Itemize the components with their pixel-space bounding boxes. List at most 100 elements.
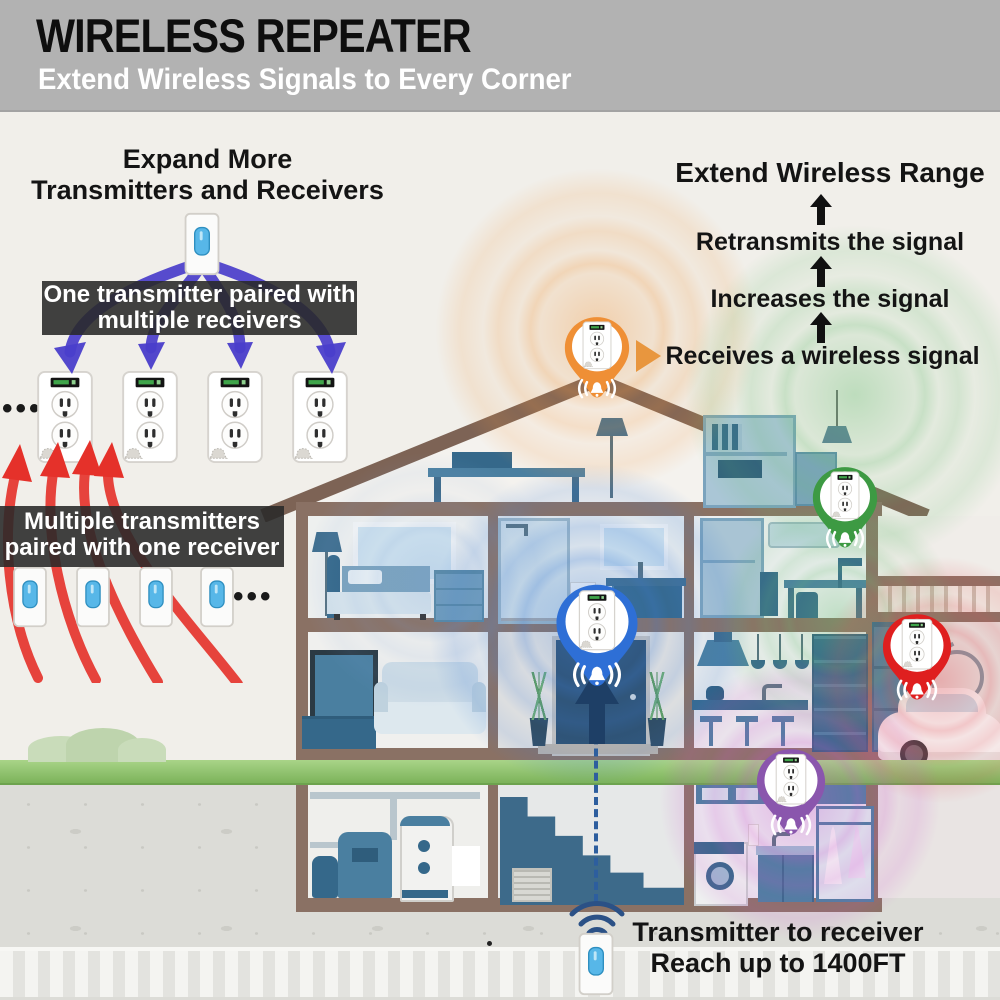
sofa-arm <box>472 682 486 712</box>
attic-table-leg <box>434 477 441 502</box>
boiler <box>338 832 392 898</box>
sofa-seat <box>374 702 486 734</box>
shower-stall <box>498 518 570 624</box>
pendant-lamp-cord <box>836 390 838 426</box>
desk-leg <box>788 588 794 618</box>
repeater-pin-basement <box>752 747 830 853</box>
range-hood <box>697 640 749 666</box>
attic-floor-lamp-shade <box>596 418 628 436</box>
desk <box>784 580 866 588</box>
bar-stool-leg <box>709 722 713 746</box>
repeater-pin-upper-right <box>808 465 882 565</box>
plant-leaves <box>648 672 666 720</box>
partition <box>488 516 498 618</box>
attic-books <box>712 424 742 450</box>
boiler-panel <box>352 848 378 862</box>
pair-banner-line1: One transmitter paired with <box>43 281 356 308</box>
more-receivers-ellipsis: ••• <box>2 392 43 425</box>
multi-banner-line2: paired with one receiver <box>4 534 280 561</box>
water-heater <box>400 816 454 902</box>
pipes-vertical <box>390 792 397 840</box>
transmitter-remote <box>12 566 48 628</box>
bar-stool-leg <box>745 722 749 746</box>
footer-transmitter-remote <box>574 932 618 996</box>
washer-panel <box>694 842 744 854</box>
water-heater-gauge <box>418 840 430 852</box>
left-heading: Expand More Transmitters and Receivers <box>15 144 400 206</box>
laundry-shelf-box <box>736 788 758 800</box>
bathroom-mirror <box>600 524 668 570</box>
sink-faucet <box>638 562 643 578</box>
basement-vent-grate <box>512 868 552 902</box>
header-banner: WIRELESS REPEATER Extend Wireless Signal… <box>0 0 1000 112</box>
bar-stool <box>736 716 758 722</box>
bedroom-lamp-shade <box>312 532 342 552</box>
laundry-faucet <box>772 832 790 850</box>
attic-table <box>428 468 585 477</box>
multi-banner-line1: Multiple transmitters <box>23 508 261 535</box>
partition <box>488 782 498 898</box>
door-knob <box>630 694 636 700</box>
bar-stool <box>772 716 794 722</box>
left-heading-line1: Expand More <box>122 144 293 174</box>
wifi-icon <box>569 901 625 936</box>
pendant-light <box>801 634 803 662</box>
left-wall <box>296 502 308 912</box>
partition <box>684 782 694 898</box>
left-heading-line2: Transmitters and Receivers <box>31 175 384 205</box>
plant-pot <box>529 718 549 746</box>
attic-bookshelf-shelf <box>706 452 787 456</box>
more-transmitters-ellipsis: ••• <box>233 580 274 613</box>
office-chair <box>796 592 818 618</box>
pendant-light <box>757 634 759 662</box>
multi-banner: Multiple transmitters paired with one re… <box>0 506 284 567</box>
pendant-light-shade <box>795 660 809 669</box>
water-heater-cap <box>400 816 450 826</box>
pair-banner-line2: multiple receivers <box>97 307 302 334</box>
desk-leg <box>856 588 862 618</box>
page-subtitle: Extend Wireless Signals to Every Corner <box>38 63 572 96</box>
pressure-tank <box>312 856 338 898</box>
grass-strip <box>0 760 1000 785</box>
transmitter-remote <box>199 566 235 628</box>
right-heading: Extend Wireless Range <box>675 157 985 188</box>
fridge-cabinet <box>700 518 764 618</box>
footer-label: Transmitter to receiver Reach up to 1400… <box>628 917 928 979</box>
laundry-counter <box>756 846 814 855</box>
plant-leaves <box>530 672 548 720</box>
bush <box>118 738 166 762</box>
repeater-pin-roof <box>560 315 634 415</box>
repeater-pin-garage <box>878 612 956 718</box>
garage-shelf-rail <box>878 576 1000 586</box>
bed-pillow <box>348 570 382 584</box>
dresser <box>434 570 484 622</box>
fridge-split <box>703 560 755 563</box>
water-heater-base <box>402 890 448 898</box>
garage-upper-wall <box>878 516 1000 576</box>
bed-mattress <box>327 592 431 614</box>
bed-leg <box>420 614 426 620</box>
paired-transmitter-remote <box>183 212 221 276</box>
hood-duct <box>714 632 732 642</box>
attic-table-box <box>452 452 512 468</box>
partition <box>684 516 694 618</box>
water-heater-gauge <box>418 862 430 874</box>
transmitter-remote <box>138 566 174 628</box>
transmitter-link-line <box>594 700 598 902</box>
pendant-light-shade <box>751 660 765 669</box>
garage-shelf-rail <box>878 612 1000 622</box>
pair-banner: One transmitter paired with multiple rec… <box>42 281 357 335</box>
bar-stool <box>700 716 722 722</box>
attic-floor-lamp-pole <box>610 436 613 498</box>
door-step <box>538 744 658 754</box>
step-increases: Increases the signal <box>710 285 950 313</box>
bedroom-lamp-pole <box>325 552 328 616</box>
up-arrow <box>810 256 832 287</box>
sofa-arm <box>374 682 388 712</box>
speaker-tower <box>760 572 778 616</box>
up-arrow <box>810 194 832 225</box>
repeater-pin-front-door <box>550 582 644 708</box>
kitchen-teapot <box>706 686 724 700</box>
pendant-light-shade <box>773 660 787 669</box>
